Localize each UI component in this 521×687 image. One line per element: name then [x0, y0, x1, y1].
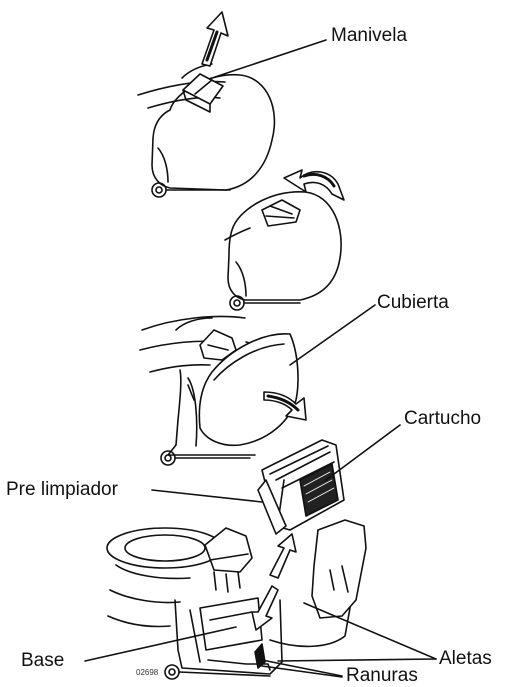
aletas-leader-2: [278, 659, 436, 661]
step-2-handle: [262, 200, 300, 226]
aletas-leader-1: [304, 603, 436, 659]
rotate-arrow-icon: [284, 170, 344, 200]
label-cubierta: Cubierta: [377, 293, 449, 312]
manivela-leader: [215, 40, 326, 77]
label-aletas: Aletas: [439, 649, 492, 668]
step-1-handle: [183, 74, 223, 112]
pre-limpiador-leader: [152, 490, 262, 502]
label-cartucho: Cartucho: [404, 409, 481, 428]
label-pre-limpiador: Pre limpiador: [6, 480, 118, 499]
step-4-handle: [205, 528, 252, 592]
step-4-up-arrow: [270, 534, 296, 578]
label-manivela: Manivela: [331, 26, 407, 45]
figure-code: 02698: [136, 669, 158, 677]
label-ranuras: Ranuras: [346, 666, 418, 685]
up-arrow-icon: [202, 12, 228, 66]
cubierta-leader: [290, 305, 375, 365]
step-4-base: [200, 598, 262, 650]
label-base: Base: [21, 651, 64, 670]
